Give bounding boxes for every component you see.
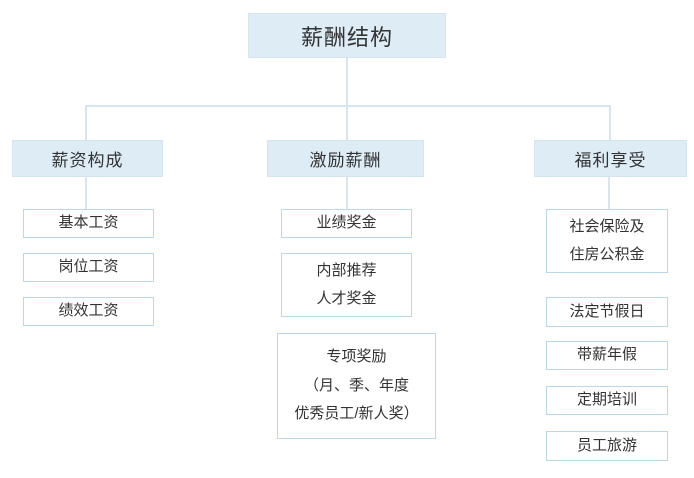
leaf-referral-bonus: 内部推荐 人才奖金 [281,253,412,317]
connector-root-vertical [346,58,348,140]
leaf-paid-annual-leave: 带薪年假 [546,341,668,370]
leaf-special-awards: 专项奖励 （月、季、年度 优秀员工/新人奖） [277,333,436,439]
connector-right-branch-top [609,105,611,140]
leaf-position-salary: 岗位工资 [23,253,154,282]
connector-left-branch-top [85,105,87,140]
branch-header-salary-composition: 薪资构成 [12,140,163,177]
root-node: 薪酬结构 [248,13,446,58]
connector-middle-branch-bottom [346,177,348,209]
connector-horizontal [85,105,611,107]
branch-header-welfare-benefits: 福利享受 [534,140,687,177]
leaf-employee-travel: 员工旅游 [546,431,668,461]
branch-header-incentive-pay: 激励薪酬 [267,140,424,177]
leaf-social-insurance-housing-fund: 社会保险及 住房公积金 [546,209,668,273]
connector-left-branch-bottom [85,177,87,209]
leaf-performance-salary: 绩效工资 [23,297,154,326]
leaf-regular-training: 定期培训 [546,386,668,415]
leaf-base-salary: 基本工资 [23,209,154,238]
connector-right-branch-bottom [608,177,610,209]
leaf-performance-bonus: 业绩奖金 [281,209,412,238]
leaf-legal-holidays: 法定节假日 [546,297,668,327]
